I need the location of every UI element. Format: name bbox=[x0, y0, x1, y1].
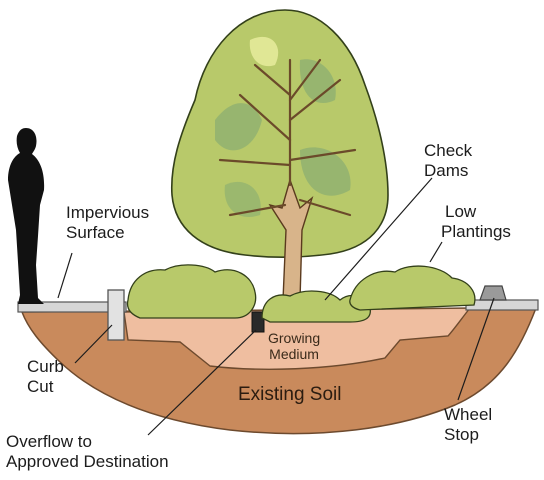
leader-low-plantings bbox=[430, 242, 442, 262]
growing-medium-label: Growing Medium bbox=[268, 330, 320, 362]
curb bbox=[108, 290, 124, 340]
wheel-stop-line-2: Stop bbox=[444, 425, 492, 445]
existing-soil-label: Existing Soil bbox=[238, 385, 342, 405]
wheel-stop bbox=[480, 286, 506, 300]
impervious-line-2: Surface bbox=[66, 223, 149, 243]
curb-cut-line-1: Curb bbox=[27, 357, 64, 377]
curb-cut-line-2: Cut bbox=[27, 377, 64, 397]
low-plantings-line-2: Plantings bbox=[441, 222, 511, 242]
growing-medium-line-2: Medium bbox=[268, 346, 320, 362]
right-pavement bbox=[466, 300, 538, 310]
wheel-stop-line-1: Wheel bbox=[444, 405, 492, 425]
check-dams-label: Check Dams bbox=[424, 141, 472, 181]
overflow-line-1: Overflow to bbox=[6, 432, 169, 452]
low-plantings-label: Low Plantings bbox=[441, 202, 511, 242]
check-dams-line-2: Dams bbox=[424, 161, 472, 181]
growing-medium-line-1: Growing bbox=[268, 330, 320, 346]
curb-cut-label: Curb Cut bbox=[27, 357, 64, 397]
overflow-line-2: Approved Destination bbox=[6, 452, 169, 472]
low-plantings-line-1: Low bbox=[441, 202, 511, 222]
check-dams-line-1: Check bbox=[424, 141, 472, 161]
overflow-label: Overflow to Approved Destination bbox=[6, 432, 169, 472]
wheel-stop-label: Wheel Stop bbox=[444, 405, 492, 445]
person-silhouette bbox=[8, 128, 44, 304]
leader-impervious bbox=[58, 253, 72, 298]
impervious-surface-label: Impervious Surface bbox=[66, 203, 149, 243]
impervious-line-1: Impervious bbox=[66, 203, 149, 223]
